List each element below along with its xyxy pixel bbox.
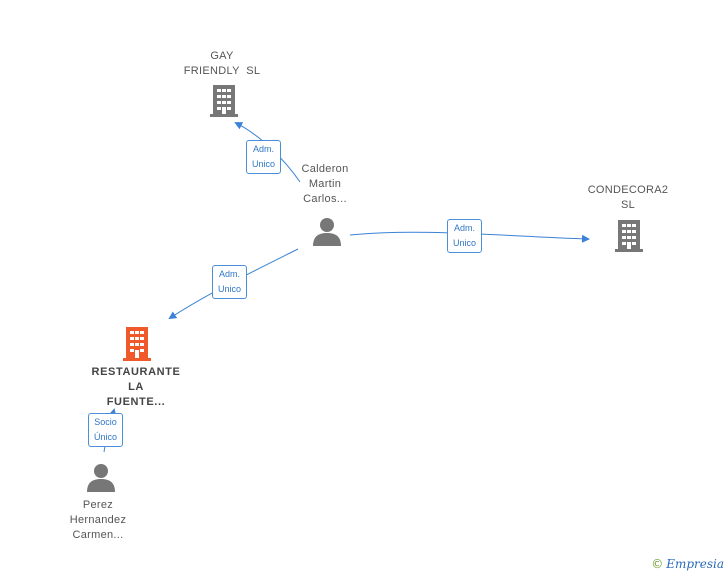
node-label-line: FUENTE... — [106, 396, 166, 408]
node-label-line: SL — [620, 199, 636, 211]
edge-label-line: Adm. — [219, 269, 241, 279]
edge-label-line: Unico — [218, 284, 242, 294]
node-label-line: Carlos... — [303, 193, 347, 205]
brand-name: Empresia — [666, 557, 724, 571]
node-label-gay-friendly[interactable]: GAY FRIENDLY SL — [162, 49, 282, 79]
brand-logo: ©Empresia — [651, 557, 724, 571]
edge-label-adm-unico[interactable]: Adm. Unico — [246, 140, 282, 174]
node-label-perez[interactable]: Perez Hernandez Carmen... — [48, 498, 148, 543]
copyright-icon: © — [651, 557, 664, 571]
node-label-condecora2[interactable]: CONDECORA2 SL — [568, 183, 688, 213]
edge-label-line: Socio — [94, 417, 117, 427]
node-label-line: CONDECORA2 — [587, 184, 669, 196]
edge-label-line: Adm. — [454, 223, 476, 233]
node-label-line: FRIENDLY SL — [183, 65, 261, 77]
node-label-calderon[interactable]: Calderon Martin Carlos... — [275, 162, 375, 207]
building-icon[interactable] — [208, 84, 240, 118]
node-label-line: RESTAURANTE — [91, 366, 181, 378]
node-label-restaurante[interactable]: RESTAURANTE LA FUENTE... — [76, 365, 196, 410]
node-label-line: Martin — [308, 178, 342, 190]
building-icon[interactable] — [613, 219, 645, 253]
edge-label-line: Adm. — [253, 144, 275, 154]
edge-label-line: Unico — [252, 159, 276, 169]
edge-label-line: Unico — [453, 238, 477, 248]
person-icon[interactable] — [85, 463, 117, 493]
edge-label-line: Único — [94, 432, 118, 442]
node-label-line: Carmen... — [72, 529, 124, 541]
node-label-line: Hernandez — [69, 514, 127, 526]
edge-label-adm-unico[interactable]: Adm. Unico — [212, 265, 248, 299]
node-label-line: Perez — [82, 499, 114, 511]
node-label-line: Calderon — [301, 163, 349, 175]
building-icon[interactable] — [121, 326, 153, 362]
person-icon[interactable] — [311, 217, 343, 247]
edge-label-adm-unico[interactable]: Adm. Unico — [447, 219, 483, 253]
edge-label-socio-unico[interactable]: Socio Único — [88, 413, 124, 447]
node-label-line: GAY — [210, 50, 234, 62]
node-label-line: LA — [128, 381, 144, 393]
